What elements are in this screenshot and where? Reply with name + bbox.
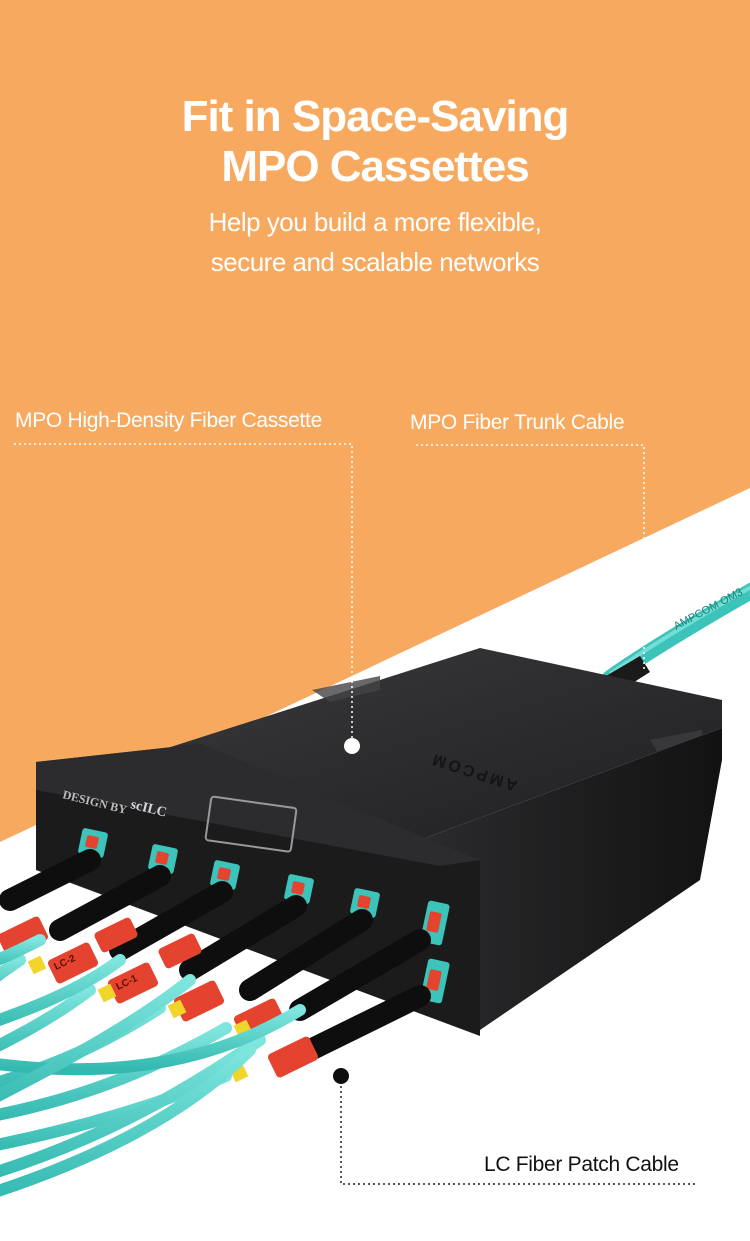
lc-connector-bodies xyxy=(0,916,319,1078)
patch-cables xyxy=(0,934,306,1197)
patch-leader-dot xyxy=(333,1068,349,1084)
subheadline: Help you build a more flexible, secure a… xyxy=(0,202,750,282)
callout-patch-cable: LC Fiber Patch Cable xyxy=(484,1153,679,1176)
subheadline-line-1: Help you build a more flexible, xyxy=(208,207,542,237)
callout-trunk-cable: MPO Fiber Trunk Cable xyxy=(410,411,625,434)
headline-line-2: MPO Cassettes xyxy=(221,142,529,191)
orange-background xyxy=(0,0,750,842)
trunk-leader xyxy=(416,444,645,670)
headline-line-1: Fit in Space-Saving xyxy=(181,92,570,141)
cassette-side xyxy=(420,728,722,1030)
cassette-leader-dot xyxy=(344,738,360,754)
headline: Fit in Space-Saving MPO Cassettes xyxy=(0,92,750,192)
callout-cassette: MPO High-Density Fiber Cassette xyxy=(15,409,322,432)
patch-leader xyxy=(340,1076,696,1185)
faceplate-latch xyxy=(204,795,298,853)
subheadline-line-2: secure and scalable networks xyxy=(210,247,540,277)
